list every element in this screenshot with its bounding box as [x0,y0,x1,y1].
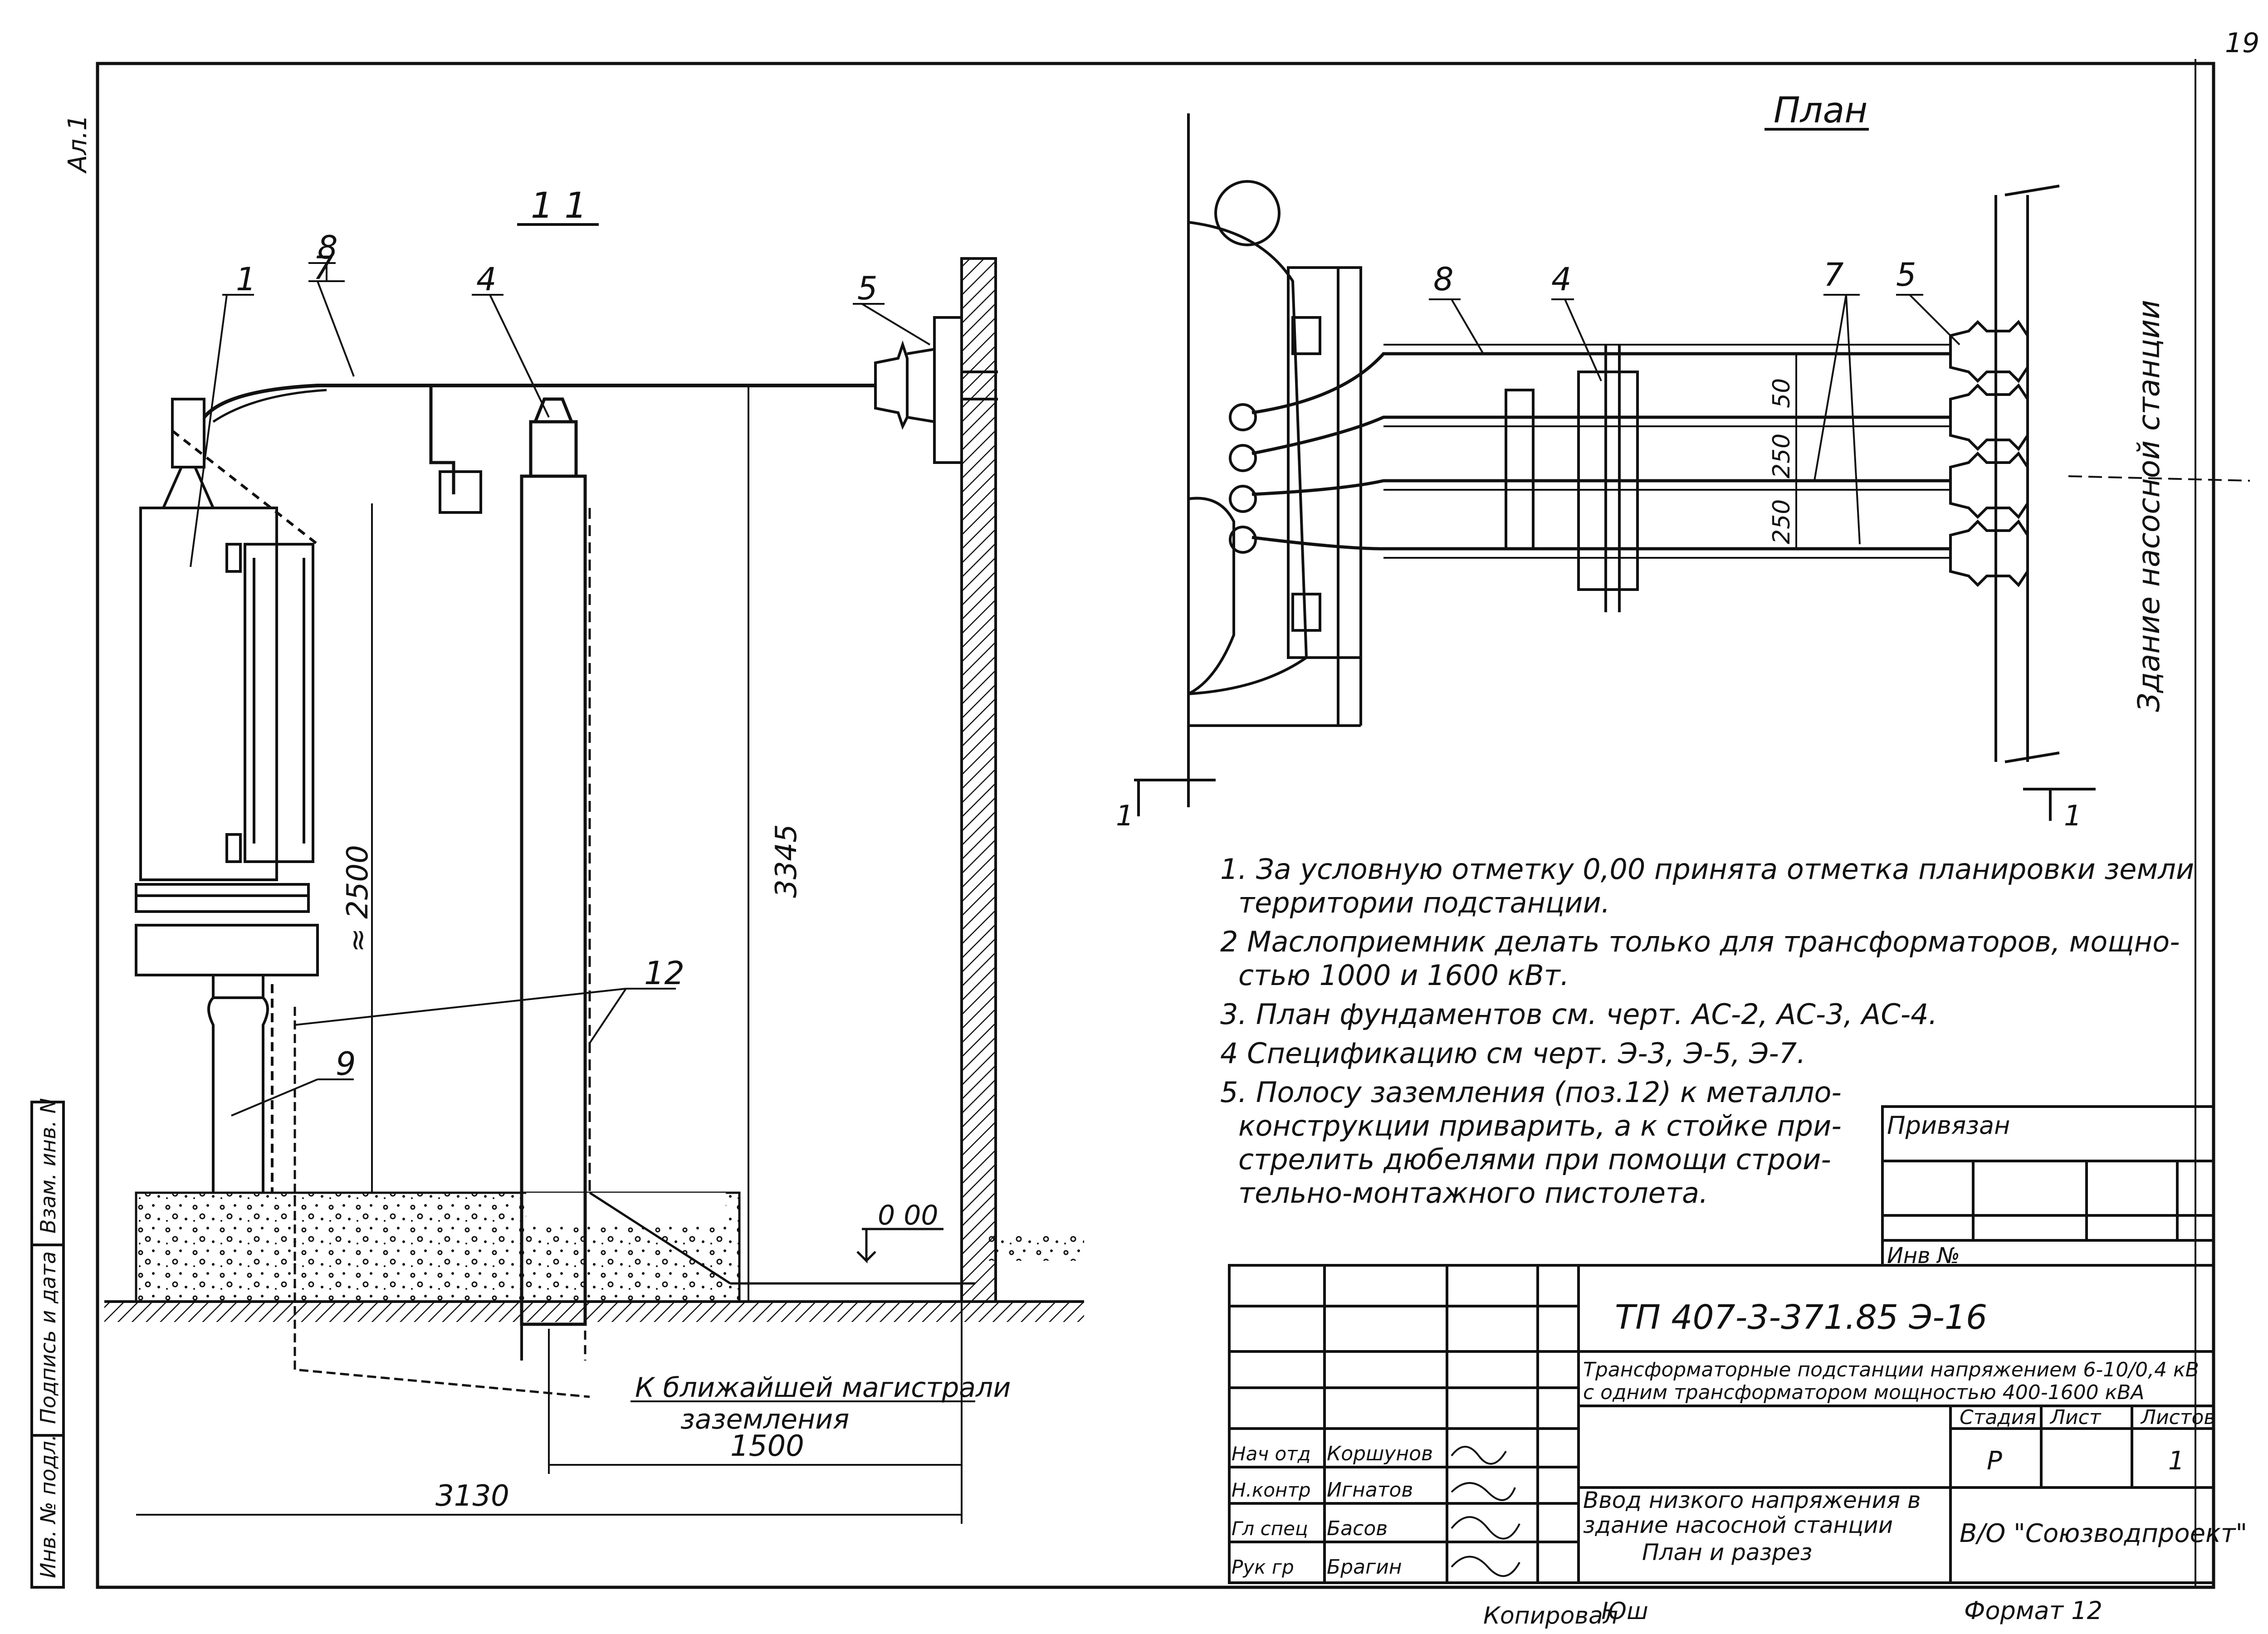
role-4: Рук гр [1232,1556,1294,1578]
title-sheet-name-line2: здание насосной станции [1583,1512,1893,1538]
role-3: Гл спец [1232,1517,1308,1540]
plan-callout-8: 8 [1433,261,1454,298]
name-1: Коршунов [1327,1442,1433,1465]
dim-3345: 3345 [770,824,803,898]
plan-dim-250b: 250 [1768,499,1795,544]
dim-1500: 1500 [730,1429,804,1463]
plan-bushings [1949,320,2029,587]
note-3: 3. План фундаментов см. черт. АС-2, АС-3… [1220,998,1938,1031]
callout-12: 12 [644,955,684,992]
plan-building-wall [1994,185,2250,763]
building-wall [960,257,997,1303]
callout-9: 9 [336,1045,356,1083]
plan-cables [1251,344,1950,559]
ground-note-line2: заземления [680,1404,849,1435]
role-1: Нач отд [1232,1443,1311,1465]
footer-format: Формат 12 [1964,1596,2102,1625]
footer-copied-signature: Юш [1601,1598,1648,1625]
plan-callout-5: 5 [1896,256,1916,293]
title-project-line1: Трансформаторные подстанции напряжением … [1583,1358,2199,1381]
title-stage: Р [1987,1446,2002,1476]
plan-view: План [1116,90,2250,832]
name-2: Игнатов [1327,1478,1413,1502]
notes: 1. За условную отметку 0,00 принята отме… [1220,853,2204,1210]
callout-8: 8 [318,229,338,266]
note-5-line1: 5. Полосу заземления (поз.12) к металло- [1220,1076,1842,1109]
section-marker-right: 1 [2064,799,2082,832]
transformer-platform [135,883,319,1193]
name-3: Басов [1327,1517,1388,1540]
callout-1: 1 [236,261,256,298]
stamp-replace: Взам. инв. N [36,1098,60,1234]
note-1-line1: 1. За условную отметку 0,00 принята отме… [1220,853,2195,886]
stamp-signature: Подпись и дата [36,1251,60,1424]
dim-3130: 3130 [435,1479,509,1513]
name-4: Брагин [1327,1556,1402,1579]
sheet-number: 19 [2225,27,2259,59]
title-org: В/О "Союзводпроект" [1960,1519,2247,1548]
binding-title: Привязан [1887,1111,2010,1140]
note-1-line2: территории подстанции. [1238,886,1610,919]
sheet-frame [96,59,2215,1589]
callout-4: 4 [476,261,497,298]
note-4: 4 Спецификацию см черт. Э-3, Э-5, Э-7. [1220,1037,1806,1070]
left-stamp [30,1101,65,1589]
title-sheets-header: Листов [2140,1406,2215,1429]
plan-callout-7: 7 [1823,256,1844,293]
title-sheet-name-line3: План и разрез [1642,1539,1812,1566]
title-sheets: 1 [2168,1446,2185,1476]
support-pole [520,397,591,1361]
title-stage-header: Стадия [1960,1406,2036,1429]
note-5-line2: конструкции приварить, а к стойке при- [1238,1109,1842,1142]
transformer [139,398,318,881]
footer-copied: Копировал [1483,1602,1618,1629]
title-code: ТП 407-3-371.85 Э-16 [1615,1298,1987,1337]
plan-dim-50: 50 [1768,378,1795,408]
section-view: 1 1 [104,185,1084,1524]
title-project-line2: с одним трансформатором мощностью 400-16… [1583,1381,2144,1404]
plan-support [1505,345,1639,612]
note-2-line2: стью 1000 и 1600 кВт. [1238,959,1569,992]
section-title: 1 1 [531,185,587,226]
plan-terminals [1229,403,1257,554]
sheet-corner-label: Ал.1 [63,114,93,174]
note-2-line1: 2 Маслоприемник делать только для трансф… [1220,925,2180,958]
callout-7: 7 [313,249,333,287]
title-sheet-header: Лист [2049,1406,2102,1429]
level-000: 0 00 [878,1200,938,1231]
dimension-lines [136,385,963,1524]
section-marker-left: 1 [1116,799,1134,832]
title-sheet-name-line1: Ввод низкого напряжения в [1583,1487,1921,1513]
note-5-line4: тельно-монтажного пистолета. [1238,1176,1708,1210]
ground-note-line1: К ближайшей магистрали [635,1372,1011,1404]
plan-dim-250a: 250 [1768,434,1795,478]
note-5-line3: стрелить дюбелями при помощи строи- [1238,1143,1831,1176]
plan-transformer [1187,113,1362,807]
building-label: Здание насосной станции [2131,300,2166,712]
plan-title: План [1774,90,1867,131]
role-2: Н.контр [1232,1479,1311,1501]
stamp-inv: Инв. № подл. [36,1434,60,1578]
plan-callout-4: 4 [1551,261,1572,298]
callout-5: 5 [857,270,878,307]
title-block [1228,1264,2215,1584]
dim-2500: ≈ 2500 [341,845,375,952]
wall-bushing [874,316,998,464]
signatures [1451,1446,1520,1577]
